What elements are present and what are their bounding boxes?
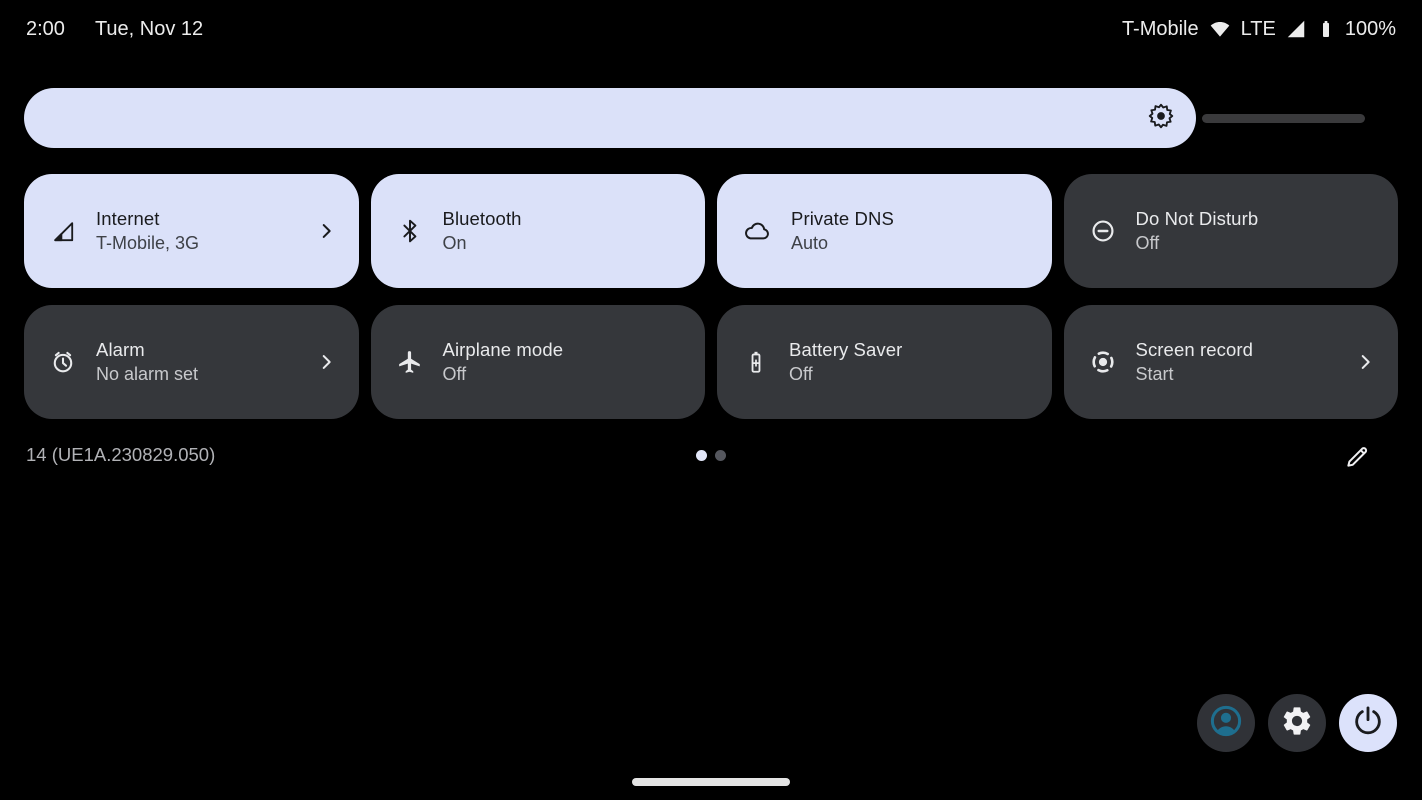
airplane-icon bbox=[397, 349, 423, 375]
tile-title: Do Not Disturb bbox=[1135, 208, 1259, 229]
tile-subtitle: No alarm set bbox=[96, 364, 199, 384]
gear-icon bbox=[1280, 704, 1314, 743]
alarm-clock-icon bbox=[50, 349, 76, 375]
bluetooth-icon bbox=[397, 218, 423, 244]
chevron-right-icon[interactable] bbox=[1354, 351, 1376, 373]
user-avatar-icon bbox=[1207, 702, 1245, 745]
battery-percent-label: 100% bbox=[1344, 17, 1396, 40]
tile-subtitle: Off bbox=[442, 364, 467, 384]
qs-tile-airplane-mode[interactable]: Airplane mode Off bbox=[370, 305, 705, 419]
page-indicator bbox=[0, 450, 1422, 461]
carrier-label: T-Mobile bbox=[1121, 17, 1199, 40]
power-icon bbox=[1351, 704, 1385, 743]
record-circle-icon bbox=[1090, 349, 1116, 375]
qs-tile-alarm[interactable]: Alarm No alarm set bbox=[24, 305, 359, 419]
page-dot-inactive bbox=[715, 450, 726, 461]
tile-subtitle: T-Mobile, 3G bbox=[96, 233, 200, 253]
shade-action-buttons bbox=[1197, 694, 1397, 752]
cloud-icon bbox=[743, 217, 771, 245]
tile-title: Bluetooth bbox=[442, 208, 522, 229]
settings-button[interactable] bbox=[1268, 694, 1326, 752]
date: Tue, Nov 12 bbox=[94, 17, 204, 40]
qs-tile-private-dns[interactable]: Private DNS Auto bbox=[717, 174, 1052, 288]
quick-settings-grid: Internet T-Mobile, 3G Bluetooth On Priv bbox=[24, 174, 1398, 419]
tile-title: Internet bbox=[96, 208, 160, 229]
clock: 2:00 bbox=[26, 17, 65, 40]
brightness-slider-track[interactable] bbox=[1202, 114, 1365, 123]
wifi-icon bbox=[1208, 17, 1232, 41]
edit-tiles-button[interactable] bbox=[1340, 440, 1374, 474]
qs-tile-do-not-disturb[interactable]: Do Not Disturb Off bbox=[1063, 174, 1398, 288]
network-type-label: LTE bbox=[1240, 17, 1276, 40]
tile-title: Alarm bbox=[96, 339, 145, 360]
brightness-icon bbox=[1146, 101, 1176, 136]
tile-subtitle: Off bbox=[1135, 233, 1160, 253]
tile-subtitle: Off bbox=[789, 364, 813, 384]
qs-tile-screen-record[interactable]: Screen record Start bbox=[1063, 305, 1398, 419]
tile-subtitle: Start bbox=[1135, 364, 1174, 384]
tile-title: Battery Saver bbox=[789, 339, 903, 360]
battery-plus-icon bbox=[743, 349, 769, 375]
cellular-signal-icon bbox=[1285, 18, 1307, 40]
shade-footer: 14 (UE1A.230829.050) bbox=[0, 438, 1422, 476]
tile-title: Screen record bbox=[1135, 339, 1253, 360]
chevron-right-icon[interactable] bbox=[315, 220, 337, 242]
tile-title: Airplane mode bbox=[442, 339, 564, 360]
brightness-slider[interactable] bbox=[24, 88, 1365, 148]
qs-tile-bluetooth[interactable]: Bluetooth On bbox=[370, 174, 705, 288]
home-gesture-bar[interactable] bbox=[632, 778, 790, 786]
battery-icon bbox=[1316, 17, 1336, 41]
brightness-slider-fill[interactable] bbox=[24, 88, 1196, 148]
tile-subtitle: Auto bbox=[791, 233, 829, 253]
tile-title: Private DNS bbox=[791, 208, 894, 229]
status-bar: 2:00 Tue, Nov 12 T-Mobile LTE 100% bbox=[0, 0, 1422, 58]
chevron-right-icon[interactable] bbox=[315, 351, 337, 373]
qs-tile-battery-saver[interactable]: Battery Saver Off bbox=[717, 305, 1052, 419]
tile-subtitle: On bbox=[442, 233, 467, 253]
power-button[interactable] bbox=[1339, 694, 1397, 752]
qs-tile-internet[interactable]: Internet T-Mobile, 3G bbox=[24, 174, 359, 288]
user-switcher-button[interactable] bbox=[1197, 694, 1255, 752]
build-number: 14 (UE1A.230829.050) bbox=[26, 444, 216, 465]
page-dot-active bbox=[696, 450, 707, 461]
do-not-disturb-icon bbox=[1090, 218, 1116, 244]
cellular-signal-icon bbox=[50, 218, 76, 244]
